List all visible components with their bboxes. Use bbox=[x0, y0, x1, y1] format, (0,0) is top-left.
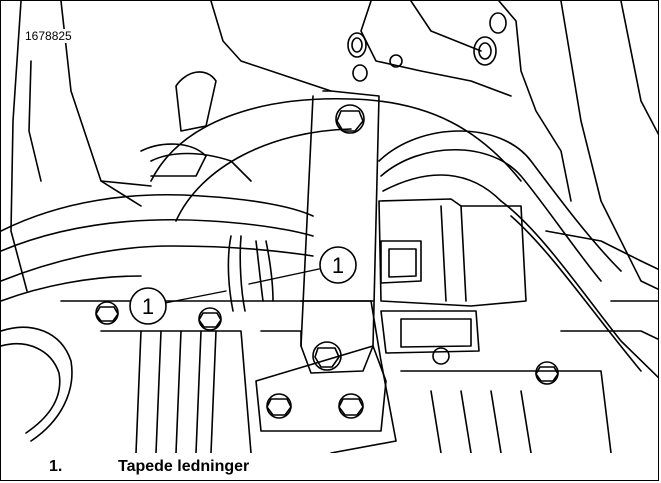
callout-1-left-label: 1 bbox=[142, 294, 154, 319]
wiring-harness-left bbox=[1, 71, 314, 302]
callout-1-left: 1 bbox=[129, 287, 167, 325]
callout-1-right-label: 1 bbox=[332, 253, 344, 278]
callout-leaders bbox=[164, 268, 320, 304]
top-bracket-plate bbox=[210, 1, 572, 202]
electrical-connector bbox=[378, 198, 527, 365]
wiring-harness-right bbox=[378, 130, 658, 379]
taped-wires bbox=[227, 235, 274, 312]
legend-item-text: Tapede ledninger bbox=[118, 458, 250, 475]
legend-item-number: 1. bbox=[49, 458, 63, 475]
rear-drum bbox=[150, 97, 522, 222]
legend: 1. Tapede ledninger bbox=[1, 453, 658, 480]
right-side-panel bbox=[545, 1, 658, 290]
motorcycle-wiring-illustration: 1 1 bbox=[1, 1, 658, 453]
engine-base-plate bbox=[60, 300, 658, 453]
lower-wire-loop bbox=[1, 326, 73, 442]
callout-1-right: 1 bbox=[319, 246, 357, 284]
vertical-strap bbox=[300, 90, 380, 374]
left-frame-rail bbox=[10, 1, 152, 292]
figure-id: 1678825 bbox=[23, 29, 74, 43]
